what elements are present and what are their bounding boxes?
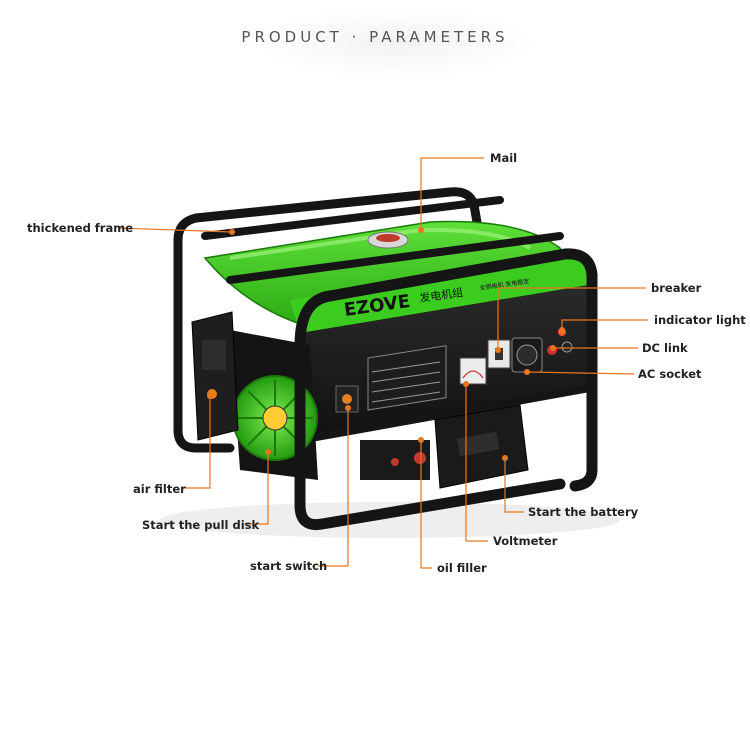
label-air-filter: air filter (133, 482, 186, 496)
header-glow (255, 8, 535, 78)
label-mail: Mail (490, 151, 518, 165)
callout-lines (117, 157, 648, 569)
label-indicator-light: indicator light (654, 313, 746, 327)
label-start-switch: start switch (250, 559, 328, 573)
panel-title: 发电机组 (418, 285, 464, 305)
label-dc-link: DC link (642, 341, 688, 355)
air-filter (191, 311, 239, 441)
page-title: PRODUCT · PARAMETERS (241, 28, 509, 46)
dc-terminal-black (561, 341, 573, 353)
brand-band (290, 255, 588, 333)
front-frame (294, 248, 598, 531)
callout-dots (207, 227, 565, 461)
label-start-battery: Start the battery (528, 505, 639, 519)
spec-lines (371, 361, 441, 403)
label-voltmeter: Voltmeter (493, 534, 558, 548)
label-oil-filler: oil filler (437, 561, 487, 575)
voltmeter (459, 357, 487, 385)
top-bars (201, 196, 564, 284)
label-thickened-frame: thickened frame (27, 221, 134, 235)
label-breaker: breaker (651, 281, 702, 295)
label-start-pull-disk: Start the pull disk (142, 518, 260, 532)
label-ac-socket: AC socket (638, 367, 702, 381)
